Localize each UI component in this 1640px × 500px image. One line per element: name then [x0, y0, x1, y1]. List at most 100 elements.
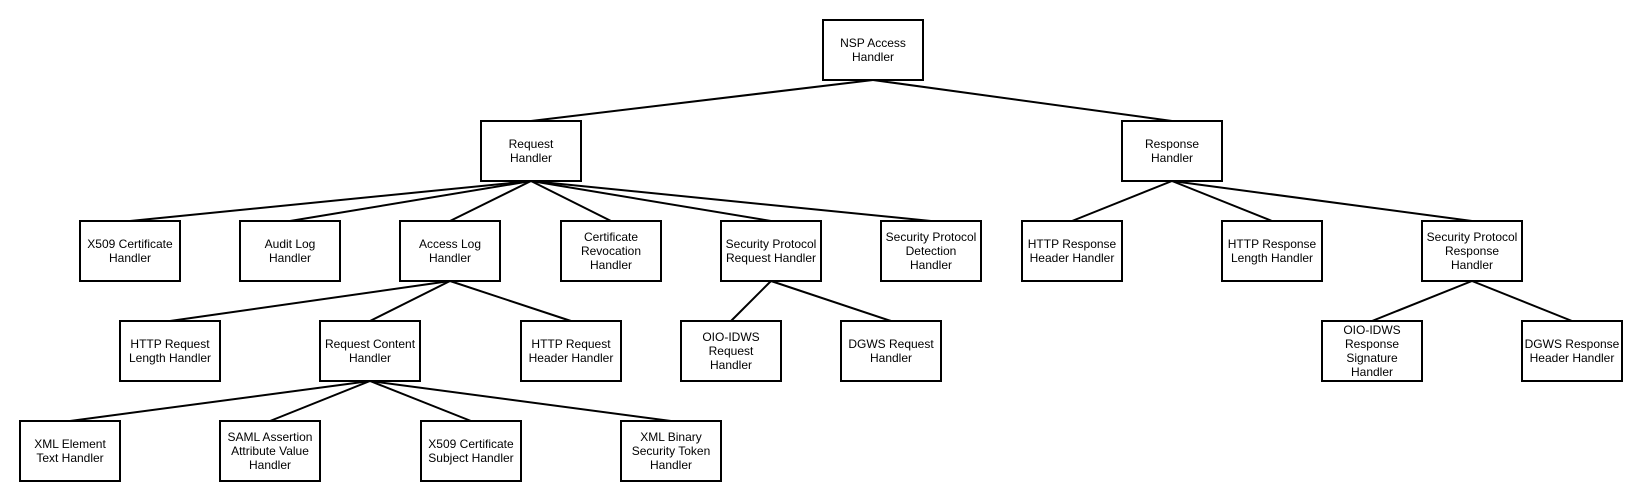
edge-req-to-audit [289, 180, 532, 222]
node-label-line: Handler [1351, 365, 1393, 379]
node-label-line: Response [1445, 244, 1499, 258]
node-label-line: Handler [269, 251, 311, 265]
node-label-line: XML Binary [640, 430, 702, 444]
node-label-line: Handler [249, 458, 291, 472]
node-label-line: NSP Access [840, 36, 906, 50]
node-label-line: Handler [910, 258, 952, 272]
node-box [880, 220, 982, 282]
node-label-line: Response [1345, 337, 1399, 351]
node-label-line: Security Protocol [886, 230, 977, 244]
node-label-line: OIO-IDWS [702, 330, 759, 344]
node-box [219, 420, 321, 482]
node-label-line: Header Handler [529, 351, 614, 365]
node-label-line: DGWS Response [1525, 337, 1620, 351]
node-label-line: Access Log [419, 237, 481, 251]
edge-req-to-access [449, 180, 532, 222]
node-label-line: Handler [429, 251, 471, 265]
edge-reqcontent-to-saml [269, 380, 371, 422]
edge-access-to-reqcontent [369, 280, 451, 322]
edge-req-to-certrev [530, 180, 612, 222]
node-box [319, 320, 421, 382]
node-label-line: Handler [1451, 258, 1493, 272]
edge-resp-to-httprl [1171, 180, 1273, 222]
node-label-line: Detection [906, 244, 957, 258]
edge-access-to-httpreql [169, 280, 451, 322]
node-label-line: HTTP Request [531, 337, 611, 351]
node-label-line: Subject Handler [428, 451, 513, 465]
node-box [720, 220, 822, 282]
node-label-line: Signature [1346, 351, 1398, 365]
node-label-line: Handler [590, 258, 632, 272]
node-box [420, 420, 522, 482]
node-label-line: Revocation [581, 244, 641, 258]
node-box [1321, 320, 1423, 382]
node-label-line: Audit Log [265, 237, 316, 251]
node-label-line: X509 Certificate [87, 237, 173, 251]
edge-nsp-to-resp [872, 79, 1173, 122]
edges-layer [69, 79, 1573, 422]
node-box [79, 220, 181, 282]
node-label-line: Request [709, 344, 754, 358]
node-box [1121, 120, 1223, 182]
edge-reqcontent-to-xmlbin [369, 380, 672, 422]
node-label-line: Security Protocol [1427, 230, 1518, 244]
node-label-line: Handler [852, 50, 894, 64]
edge-secresp-to-dgwsresp [1471, 280, 1573, 322]
node-label-line: Handler [710, 358, 752, 372]
node-label-line: Request [509, 137, 554, 151]
node-box [239, 220, 341, 282]
edge-secreq-to-oioreq [730, 280, 772, 322]
node-label-line: Header Handler [1030, 251, 1115, 265]
node-box [1521, 320, 1623, 382]
node-label-line: Response [1145, 137, 1199, 151]
edge-reqcontent-to-x509subj [369, 380, 472, 422]
node-label-line: SAML Assertion [228, 430, 313, 444]
node-label-line: Length Handler [1231, 251, 1313, 265]
node-label-line: HTTP Request [130, 337, 210, 351]
node-label-line: Handler [1151, 151, 1193, 165]
node-box [680, 320, 782, 382]
edge-resp-to-httprh [1071, 180, 1173, 222]
node-label-line: Certificate [584, 230, 638, 244]
nodes-layer: NSP AccessHandlerRequestHandlerResponseH… [19, 19, 1623, 482]
node-box [1221, 220, 1323, 282]
node-label-line: Length Handler [129, 351, 211, 365]
node-label-line: HTTP Response [1028, 237, 1117, 251]
node-label-line: HTTP Response [1228, 237, 1317, 251]
node-label-line: X509 Certificate [428, 437, 514, 451]
node-box [399, 220, 501, 282]
edge-req-to-x509 [129, 180, 532, 222]
node-label-line: Request Handler [726, 251, 816, 265]
node-label-line: Security Protocol [726, 237, 817, 251]
edge-secresp-to-oiosig [1371, 280, 1473, 322]
node-box [1021, 220, 1123, 282]
edge-secreq-to-dgwsreq [770, 280, 892, 322]
node-box [119, 320, 221, 382]
edge-access-to-httpreqh [449, 280, 572, 322]
node-label-line: Handler [870, 351, 912, 365]
node-box [19, 420, 121, 482]
node-box [620, 420, 722, 482]
edge-resp-to-secresp [1171, 180, 1473, 222]
node-label-line: Handler [349, 351, 391, 365]
node-label-line: DGWS Request [848, 337, 934, 351]
